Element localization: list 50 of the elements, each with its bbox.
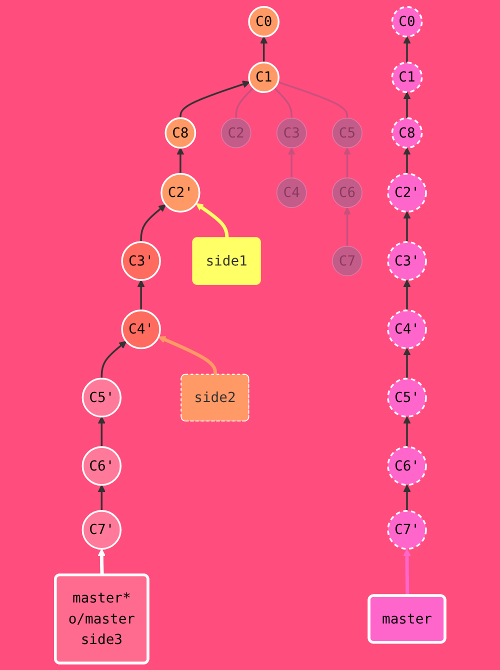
node-circle: C4 [276, 177, 307, 208]
arrow [403, 92, 411, 118]
node-circle: C7' [386, 510, 427, 550]
node-circle: C0 [248, 6, 280, 38]
node-circle: C7' [82, 510, 122, 550]
node-circle: C0 [391, 6, 423, 38]
arrow [98, 416, 106, 447]
arrow [179, 80, 250, 118]
arrow [176, 147, 184, 174]
arrow [158, 336, 217, 375]
arrow [343, 207, 351, 246]
node-circle: C1 [391, 62, 423, 94]
arrow [100, 340, 126, 379]
node-circle: C5' [82, 378, 122, 418]
node-circle: C8 [164, 117, 196, 149]
arrow [140, 204, 166, 242]
arrow [403, 348, 411, 379]
arrow [196, 203, 229, 238]
node-circle: C3 [276, 118, 307, 148]
arrow [403, 548, 411, 596]
node-circle: C2' [386, 172, 427, 213]
connector [274, 87, 292, 118]
arrow [403, 36, 411, 63]
node-circle: C3' [386, 241, 427, 281]
node-circle: C4' [121, 309, 161, 350]
arrow [403, 211, 411, 242]
arrow [137, 280, 145, 310]
connector [277, 81, 348, 118]
node-circle: C3' [121, 241, 161, 281]
arrow [98, 548, 106, 576]
node-circle: C1 [248, 62, 280, 94]
connector [235, 87, 254, 118]
arrow [403, 484, 411, 511]
arrow [260, 36, 268, 63]
node-circle: C5' [386, 378, 427, 418]
node-circle: C7 [332, 246, 362, 276]
arrow [288, 147, 296, 178]
node-circle: C2' [160, 172, 200, 213]
node-circle: C8 [391, 117, 423, 149]
node-circle: C6 [332, 177, 362, 208]
arrow [98, 484, 106, 511]
arrow [403, 147, 411, 174]
arrow [403, 280, 411, 310]
node-circle: C2 [220, 118, 252, 148]
node-circle: C6' [82, 446, 122, 486]
node-circle: C4' [386, 309, 427, 350]
node-circle: C5 [332, 118, 362, 148]
arrow [403, 416, 411, 447]
node-circle: C6' [386, 446, 427, 486]
arrow [343, 147, 351, 178]
